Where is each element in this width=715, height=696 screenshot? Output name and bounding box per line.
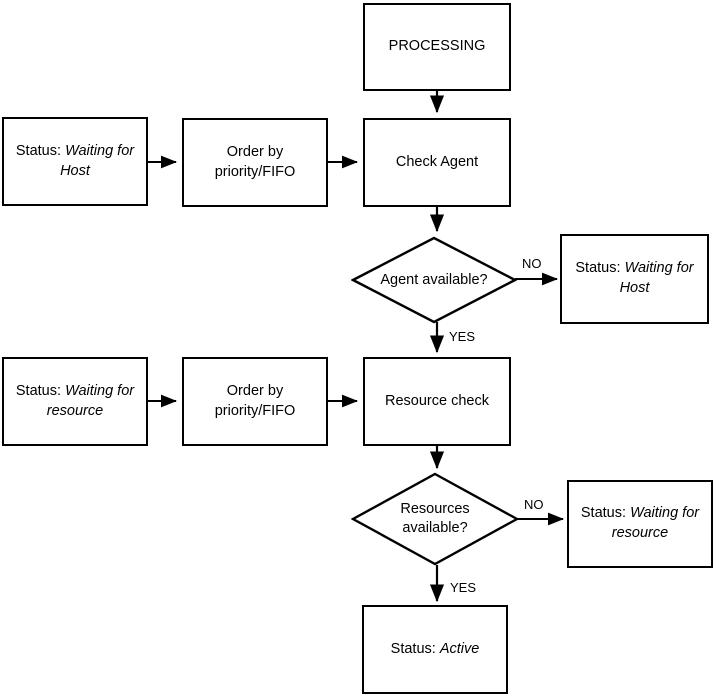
status-prefix: Status: <box>15 142 62 159</box>
node-order-by-priority-top[interactable]: Order by priority/FIFO <box>182 118 328 207</box>
status-prefix: Status: <box>580 505 627 522</box>
resources-available-lines: Resources available? <box>400 500 469 538</box>
node-waiting-for-host-left-text: Status: Waiting for Host <box>4 142 146 181</box>
node-check-agent[interactable]: Check Agent <box>363 118 511 207</box>
node-order-by-priority-bottom[interactable]: Order by priority/FIFO <box>182 357 328 446</box>
status-value: Active <box>439 640 480 657</box>
node-waiting-for-resource-right[interactable]: Status: Waiting for resource <box>567 480 713 568</box>
node-status-active[interactable]: Status: Active <box>362 605 508 694</box>
resources-line-1: Resources <box>400 501 470 518</box>
node-agent-available-label: Agent available? <box>380 271 488 288</box>
resources-line-2: available? <box>402 520 468 536</box>
node-resources-available[interactable]: Resources available? <box>351 472 519 566</box>
node-waiting-for-resource-left[interactable]: Status: Waiting for resource <box>2 357 148 446</box>
status-value: Waiting for Host <box>60 142 135 179</box>
node-resources-available-label: Resources available? <box>351 472 519 566</box>
node-waiting-for-host-right-text: Status: Waiting for Host <box>562 259 707 298</box>
order-line-1: Order by <box>226 382 284 399</box>
node-processing[interactable]: PROCESSING <box>363 3 511 91</box>
node-waiting-for-host-right[interactable]: Status: Waiting for Host <box>560 234 709 324</box>
node-waiting-for-resource-right-text: Status: Waiting for resource <box>569 504 711 543</box>
status-value: Waiting for resource <box>46 382 135 419</box>
edge-label-resources-no: NO <box>524 497 544 512</box>
edge-label-resources-yes-text: YES <box>450 580 477 595</box>
status-value: Waiting for resource <box>611 505 700 541</box>
status-prefix: Status: <box>390 640 436 657</box>
status-prefix: Status: <box>575 260 621 277</box>
node-processing-label: PROCESSING <box>388 38 486 55</box>
node-agent-available[interactable]: Agent available? <box>351 236 517 324</box>
node-resource-check-label: Resource check <box>385 392 489 409</box>
edge-label-resources-no-text: NO <box>524 497 544 512</box>
edge-label-agent-no: NO <box>522 256 542 271</box>
status-prefix: Status: <box>15 382 62 399</box>
edge-label-agent-yes-text: YES <box>449 329 476 344</box>
edge-label-agent-yes: YES <box>449 329 475 344</box>
order-line-2: priority/FIFO <box>214 402 296 419</box>
node-order-by-priority-bottom-text: Order by priority/FIFO <box>205 382 306 421</box>
node-status-active-text: Status: Active <box>381 640 490 660</box>
order-line-1: Order by <box>226 143 284 160</box>
node-resource-check[interactable]: Resource check <box>363 357 511 446</box>
order-line-2: priority/FIFO <box>214 163 296 180</box>
node-check-agent-label: Check Agent <box>395 153 479 170</box>
status-value: Waiting for Host <box>619 260 694 296</box>
diamond-shape <box>351 472 519 566</box>
diamond-shape <box>351 236 517 324</box>
edge-label-agent-no-text: NO <box>522 256 542 271</box>
node-waiting-for-host-left[interactable]: Status: Waiting for Host <box>2 117 148 206</box>
node-order-by-priority-top-text: Order by priority/FIFO <box>205 143 306 182</box>
node-waiting-for-resource-left-text: Status: Waiting for resource <box>4 382 146 421</box>
edge-label-resources-yes: YES <box>450 580 476 595</box>
